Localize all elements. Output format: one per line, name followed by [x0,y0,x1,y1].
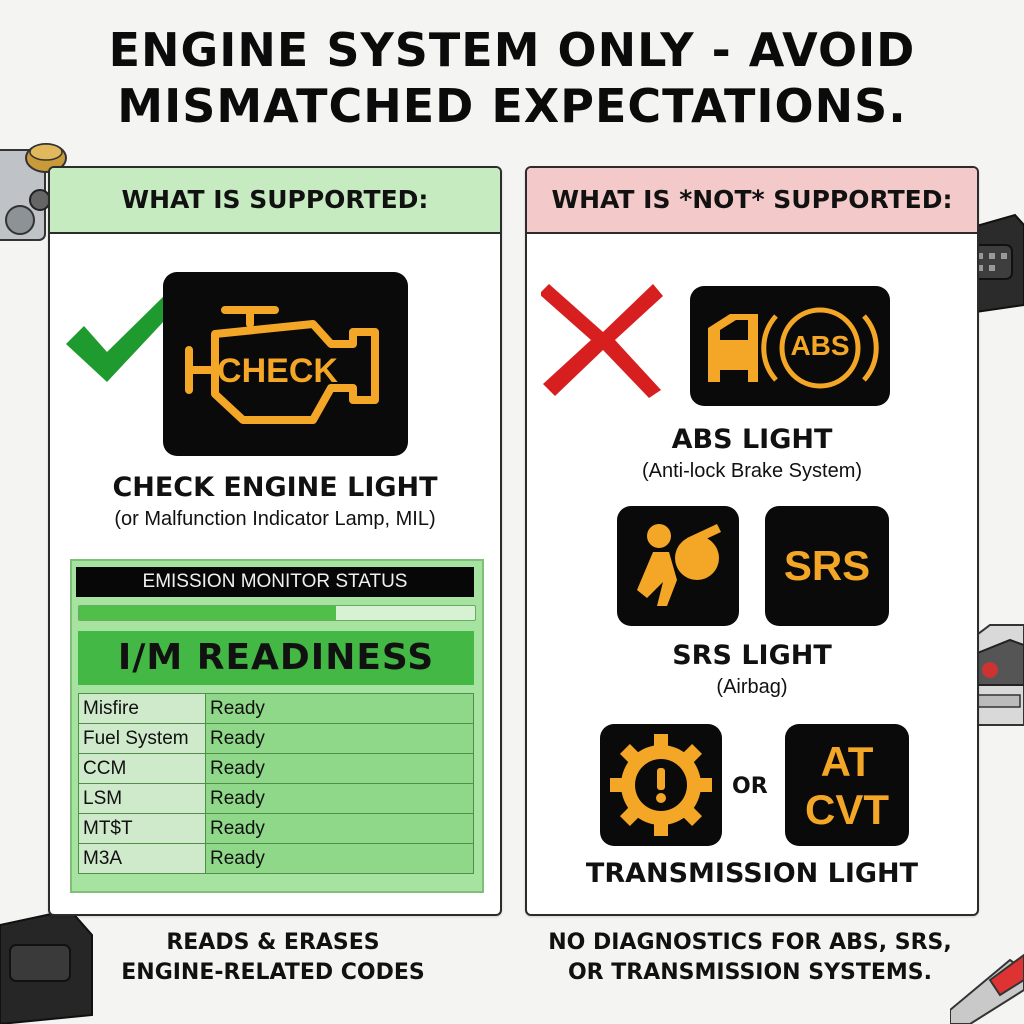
engine-part-illustration [0,143,67,241]
transmission-icon-box [600,724,722,846]
page-title: ENGINE SYSTEM ONLY - AVOID MISMATCHED EX… [0,22,1024,134]
monitor-status: Ready [205,813,474,844]
tool-illustration [950,953,1024,1024]
monitor-status: Ready [205,783,474,814]
supported-footer-line-1: READS & ERASES [166,930,380,955]
monitor-name: LSM [78,783,206,814]
title-line-2: MISMATCHED EXPECTATIONS. [117,79,907,133]
supported-footer-line-2: ENGINE-RELATED CODES [121,960,425,985]
check-icon-text: CHECK [217,352,338,390]
monitor-name: MT$T [78,813,206,844]
check-engine-label: CHECK ENGINE LIGHT [112,472,438,503]
srs-icon-text: SRS [783,542,871,589]
emission-monitor-header: EMISSION MONITOR STATUS [76,567,474,597]
monitor-status: Ready [205,723,474,754]
car-door-icon [708,307,879,389]
monitor-status: Ready [205,693,474,724]
or-text: OR [732,774,768,799]
srs-icon-box: SRS [765,506,889,626]
monitor-name: M3A [78,843,206,874]
gear-warning-icon [610,734,712,836]
emission-progress-bar [78,605,476,621]
supported-heading: WHAT IS SUPPORTED: [50,168,500,234]
airbag-icon [637,524,721,606]
abs-light-sublabel: (Anti-lock Brake System) [641,460,863,482]
cross-icon [541,284,663,398]
not-supported-footer-line-2: OR TRANSMISSION SYSTEMS. [567,960,933,985]
transmission-light-label: TRANSMISSION LIGHT [585,858,919,889]
engine-icon [185,306,379,424]
obd-plug-illustration [0,908,93,1024]
monitor-status: Ready [205,753,474,784]
monitor-name: CCM [78,753,206,784]
at-cvt-icon-box: AT CVT [785,724,909,846]
abs-light-label: ABS LIGHT [671,424,833,455]
im-readiness-banner: I/M READINESS [78,631,474,685]
airbag-icon-box [617,506,739,626]
checkmark-icon [66,290,180,382]
monitor-name: Fuel System [78,723,206,754]
emission-monitor-card: EMISSION MONITOR STATUS I/M READINESS Mi… [70,559,484,893]
monitor-name: Misfire [78,693,206,724]
cvt-text: CVT [805,786,889,833]
emission-progress-fill [79,606,337,620]
not-supported-panel: WHAT IS *NOT* SUPPORTED: ABS ABS LIGHT (… [525,166,979,916]
abs-icon-box: ABS [690,286,890,406]
not-supported-footer: NO DIAGNOSTICS FOR ABS, SRS, OR TRANSMIS… [515,928,985,988]
supported-footer: READS & ERASES ENGINE-RELATED CODES [48,928,498,988]
supported-panel: WHAT IS SUPPORTED: CHECK CHECK ENGINE LI… [48,166,502,916]
check-engine-sublabel: (or Malfunction Indicator Lamp, MIL) [114,508,436,530]
not-supported-footer-line-1: NO DIAGNOSTICS FOR ABS, SRS, [548,930,952,955]
srs-light-sublabel: (Airbag) [716,676,788,698]
check-engine-icon-box: CHECK [163,272,408,456]
abs-icon-text: ABS [790,330,850,361]
monitor-status: Ready [205,843,474,874]
not-supported-heading: WHAT IS *NOT* SUPPORTED: [527,168,977,234]
title-line-1: ENGINE SYSTEM ONLY - AVOID [108,23,916,77]
srs-light-label: SRS LIGHT [672,640,832,671]
at-text: AT [820,738,874,785]
